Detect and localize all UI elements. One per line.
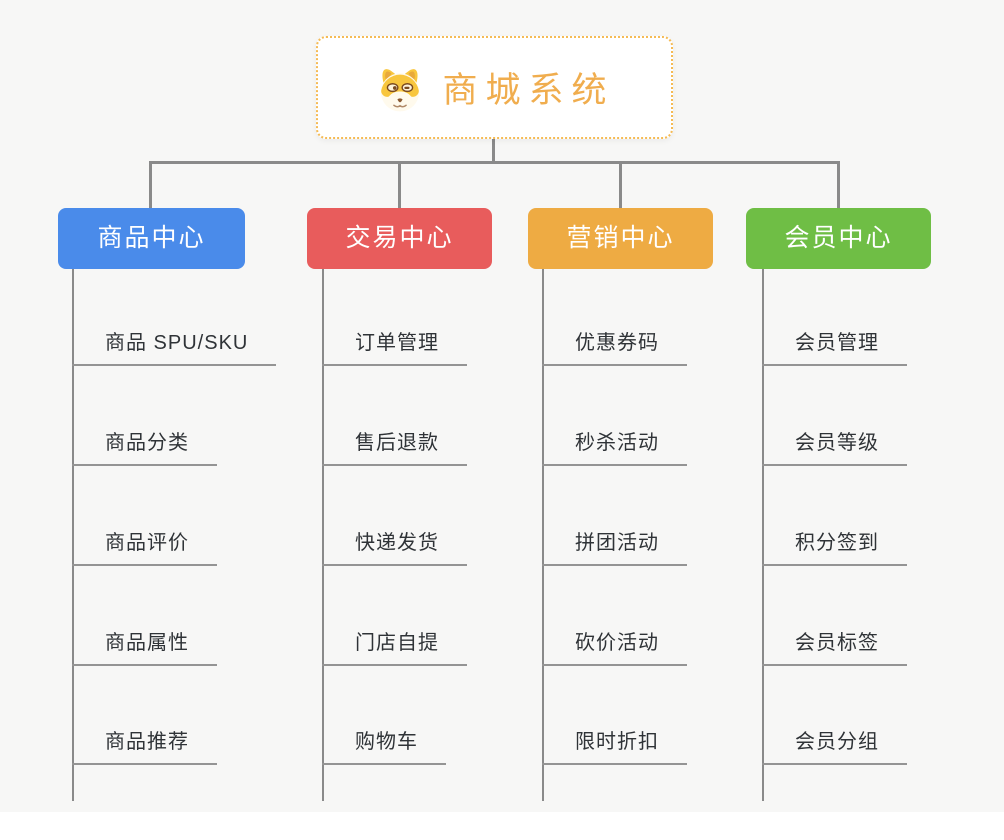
branch-bus-connector [149,161,839,164]
list-item[interactable]: 秒杀活动 [542,366,687,466]
root-node[interactable]: 商城系统 [316,36,673,139]
branch-item-list: 优惠券码 秒杀活动 拼团活动 砍价活动 限时折扣 满减送 [542,266,687,840]
branch-header-member-center[interactable]: 会员中心 [746,208,931,269]
list-item[interactable]: 售后退款 [322,366,467,466]
list-item[interactable]: 商品分类 [72,366,217,466]
branch-trunk-line [72,269,74,801]
branch-drop-connector [398,161,401,208]
list-item[interactable]: 门店自提 [322,566,467,666]
branch-item-list: 商品 SPU/SKU 商品分类 商品评价 商品属性 商品推荐 商品品牌 [72,266,277,840]
root-stem-connector [492,138,495,164]
branch-trunk-line [542,269,544,801]
list-item[interactable]: 商品 SPU/SKU [72,266,277,366]
bottom-white-strip [0,812,1004,840]
branch-drop-connector [837,161,840,208]
root-title: 商城系统 [442,71,615,110]
branch-item-list: 会员管理 会员等级 积分签到 会员标签 会员分组 收货地址 [762,266,907,840]
branch-item-list: 订单管理 售后退款 快递发货 门店自提 购物车 销售分佣 [322,266,467,840]
branch-drop-connector [619,161,622,208]
list-item[interactable]: 商品评价 [72,466,217,566]
list-item[interactable]: 订单管理 [322,266,467,366]
list-item[interactable]: 积分签到 [762,466,907,566]
list-item[interactable]: 优惠券码 [542,266,687,366]
list-item[interactable]: 商品属性 [72,566,217,666]
shiba-dog-icon [381,68,420,111]
list-item[interactable]: 会员标签 [762,566,907,666]
branch-trunk-line [762,269,764,801]
list-item[interactable]: 商品推荐 [72,666,217,766]
branch-header-product-center[interactable]: 商品中心 [58,208,245,269]
list-item[interactable]: 砍价活动 [542,566,687,666]
list-item[interactable]: 购物车 [322,666,446,766]
list-item[interactable]: 会员等级 [762,366,907,466]
branch-trunk-line [322,269,324,801]
branch-header-trade-center[interactable]: 交易中心 [307,208,492,269]
list-item[interactable]: 快递发货 [322,466,467,566]
branch-drop-connector [149,161,152,208]
list-item[interactable]: 会员管理 [762,266,907,366]
branch-header-marketing-center[interactable]: 营销中心 [528,208,713,269]
list-item[interactable]: 拼团活动 [542,466,687,566]
list-item[interactable]: 会员分组 [762,666,907,766]
list-item[interactable]: 限时折扣 [542,666,687,766]
